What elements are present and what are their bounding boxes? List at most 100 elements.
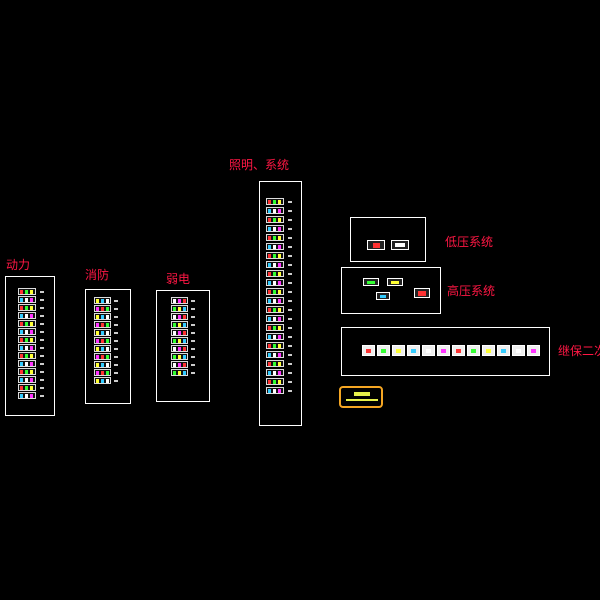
sheet-thumb[interactable] — [266, 243, 284, 250]
sheet-thumb[interactable] — [452, 345, 465, 356]
sheet-number-mark — [191, 356, 195, 358]
sheet-thumb[interactable] — [171, 297, 188, 304]
sheet-thumb[interactable] — [171, 369, 188, 376]
sheet-thumb[interactable] — [266, 387, 284, 394]
sheet-thumb[interactable] — [171, 337, 188, 344]
sheet-thumb[interactable] — [362, 345, 375, 356]
sheet-number-mark — [114, 340, 118, 342]
sheet-thumb[interactable] — [266, 261, 284, 268]
sheet-thumb[interactable] — [407, 345, 420, 356]
sheet-thumb[interactable] — [266, 216, 284, 223]
frame-lighting-system[interactable] — [259, 181, 302, 426]
sheet-thumb[interactable] — [266, 342, 284, 349]
sheet-thumb[interactable] — [367, 240, 385, 250]
sheet-thumb[interactable] — [18, 352, 36, 359]
sheet-thumb[interactable] — [437, 345, 450, 356]
sheet-thumb[interactable] — [18, 320, 36, 327]
sheet-thumb[interactable] — [266, 369, 284, 376]
sheet-thumb[interactable] — [171, 329, 188, 336]
sheet-thumb[interactable] — [94, 329, 111, 336]
sheet-strip-power — [18, 288, 36, 399]
sheet-thumb[interactable] — [18, 344, 36, 351]
sheet-thumb[interactable] — [392, 345, 405, 356]
sheet-thumb[interactable] — [94, 305, 111, 312]
sheet-thumb[interactable] — [512, 345, 525, 356]
sheet-thumb[interactable] — [266, 333, 284, 340]
sheet-thumb[interactable] — [266, 351, 284, 358]
sheet-number-mark — [40, 331, 44, 333]
sheet-thumb[interactable] — [387, 278, 403, 286]
sheet-thumb[interactable] — [422, 345, 435, 356]
sheet-thumb[interactable] — [94, 297, 111, 304]
sheet-number-mark — [288, 228, 292, 230]
sheet-thumb[interactable] — [414, 288, 430, 298]
sheet-thumb[interactable] — [18, 368, 36, 375]
sheet-thumb[interactable] — [171, 313, 188, 320]
sheet-thumb[interactable] — [94, 353, 111, 360]
frame-power[interactable] — [5, 276, 55, 416]
sheet-thumb[interactable] — [467, 345, 480, 356]
sheet-thumb[interactable] — [18, 304, 36, 311]
sheet-thumb[interactable] — [482, 345, 495, 356]
sheet-thumb[interactable] — [18, 288, 36, 295]
sheet-numbers-weak-current — [191, 297, 195, 376]
sheet-thumb[interactable] — [266, 279, 284, 286]
sheet-thumb[interactable] — [266, 297, 284, 304]
sheet-thumb[interactable] — [266, 378, 284, 385]
sheet-thumb[interactable] — [18, 312, 36, 319]
sheet-thumb[interactable] — [266, 207, 284, 214]
sheet-thumb[interactable] — [266, 225, 284, 232]
sheet-thumb[interactable] — [266, 234, 284, 241]
sheet-thumb[interactable] — [171, 345, 188, 352]
sheet-thumb[interactable] — [266, 270, 284, 277]
sheet-thumb[interactable] — [266, 324, 284, 331]
frame-low-voltage[interactable] — [350, 217, 426, 262]
sheet-thumb[interactable] — [18, 336, 36, 343]
label-relay-secondary: 继保二次 — [558, 344, 600, 358]
sheet-number-mark — [288, 273, 292, 275]
sheet-thumb[interactable] — [266, 315, 284, 322]
frame-weak-current[interactable] — [156, 290, 210, 402]
frame-high-voltage[interactable] — [341, 267, 441, 314]
sheet-thumb[interactable] — [171, 305, 188, 312]
sheet-thumb[interactable] — [391, 240, 409, 250]
frame-fire[interactable] — [85, 289, 131, 404]
sheet-number-mark — [288, 237, 292, 239]
sheet-thumb[interactable] — [171, 361, 188, 368]
sheet-thumb[interactable] — [266, 360, 284, 367]
sheet-thumb[interactable] — [94, 369, 111, 376]
sheet-thumb[interactable] — [363, 278, 379, 286]
sheet-number-mark — [40, 347, 44, 349]
sheet-number-mark — [191, 348, 195, 350]
sheet-thumb[interactable] — [94, 377, 111, 384]
sheet-thumb[interactable] — [94, 321, 111, 328]
sheet-number-mark — [40, 371, 44, 373]
sheet-thumb[interactable] — [266, 306, 284, 313]
label-high-voltage: 高压系统 — [447, 284, 496, 298]
sheet-thumb[interactable] — [377, 345, 390, 356]
sheet-thumb[interactable] — [527, 345, 540, 356]
sheet-thumb[interactable] — [171, 321, 188, 328]
sheet-thumb[interactable] — [94, 313, 111, 320]
sheet-thumb[interactable] — [266, 252, 284, 259]
sheet-number-mark — [40, 323, 44, 325]
sheet-thumb[interactable] — [94, 337, 111, 344]
sheet-thumb[interactable] — [94, 345, 111, 352]
sheet-thumb[interactable] — [18, 296, 36, 303]
sheet-thumb[interactable] — [18, 328, 36, 335]
sheet-number-mark — [191, 364, 195, 366]
sheet-thumb[interactable] — [376, 292, 390, 300]
sheet-thumb[interactable] — [171, 353, 188, 360]
sheet-thumb[interactable] — [18, 360, 36, 367]
sheet-thumb[interactable] — [266, 288, 284, 295]
sheet-thumb[interactable] — [18, 376, 36, 383]
sheet-thumb[interactable] — [18, 384, 36, 391]
frame-relay-secondary[interactable] — [341, 327, 550, 376]
sheet-number-mark — [288, 255, 292, 257]
sheet-thumb[interactable] — [94, 361, 111, 368]
sheet-thumb[interactable] — [497, 345, 510, 356]
sheet-number-mark — [114, 324, 118, 326]
sheet-thumb[interactable] — [266, 198, 284, 205]
sheet-thumb[interactable] — [18, 392, 36, 399]
